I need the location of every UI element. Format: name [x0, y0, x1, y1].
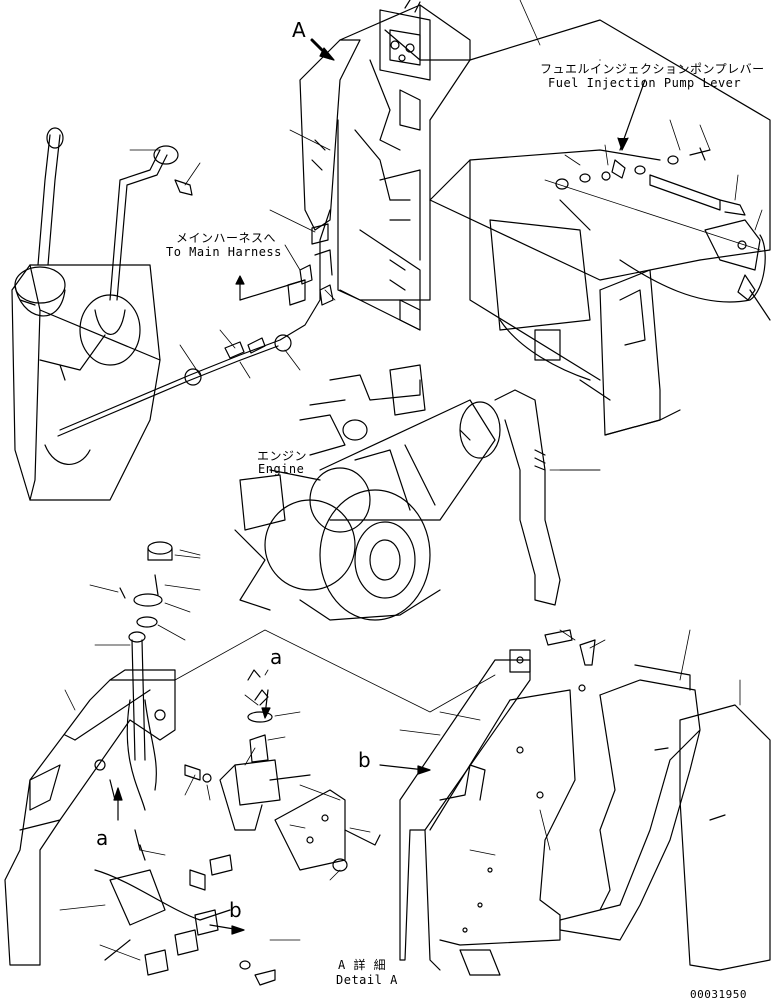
harness-arrow: [236, 276, 305, 300]
harness-label-jp: メインハーネスへ: [176, 231, 277, 245]
view-a-label: A: [292, 18, 307, 42]
cover-panels: [400, 630, 770, 975]
fuel-lever-linkage: [545, 60, 770, 320]
leader-lines-detail: [60, 550, 370, 960]
cable-assembly: [58, 210, 333, 436]
fuel-lever-label-en: Fuel Injection Pump Lever: [548, 76, 742, 90]
mounting-bracket: [5, 670, 175, 965]
joystick-control-box: [12, 128, 192, 500]
hose: [495, 390, 600, 605]
ref-b-bottom: b: [229, 898, 243, 922]
leader-lines-bottom-right: [400, 630, 740, 855]
arrow-a: [114, 690, 270, 820]
detail-a-label-en: Detail A: [336, 973, 398, 987]
view-arrow-a: [312, 40, 334, 60]
ref-a-top: a: [270, 645, 283, 669]
engine-label-jp: エンジン: [257, 449, 308, 463]
harness-label-en: To Main Harness: [166, 245, 282, 259]
ref-b-top: b: [358, 748, 372, 772]
detail-a-parts: [95, 542, 380, 985]
engine-label-en: Engine: [258, 462, 305, 476]
ref-a-bottom: a: [96, 826, 109, 850]
control-valve-upper: [300, 0, 430, 230]
detail-a-label-jp: A 詳 細: [338, 958, 387, 972]
fuel-lever-label-jp: フュエルインジェクションポンプレバー: [540, 62, 765, 76]
drawing-number: 00031950: [690, 988, 747, 1001]
arrow-b: [380, 765, 430, 774]
engine: [235, 365, 500, 620]
divider-lines: [175, 630, 495, 720]
